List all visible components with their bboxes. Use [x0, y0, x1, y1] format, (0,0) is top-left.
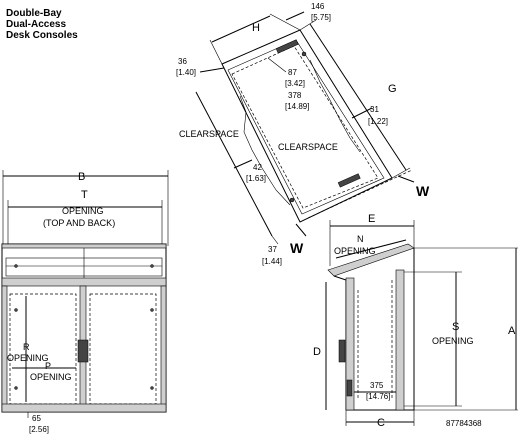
label-E: E — [368, 213, 375, 225]
label-N: N — [357, 234, 364, 244]
clearspace-boundary-left — [195, 91, 273, 237]
label-A: A — [508, 325, 516, 337]
dim-65-inches: [2.56] — [29, 425, 49, 434]
dim-375: 375 — [370, 381, 384, 390]
fastener — [14, 386, 18, 390]
dim-37: 37 — [268, 245, 277, 254]
top-view-clearspace-outline — [231, 45, 379, 209]
clearspace-center-label: CLEARSPACE — [278, 142, 338, 152]
top-view-cable-right — [309, 59, 361, 153]
dim-36: 36 — [178, 57, 187, 66]
front-base — [1, 403, 167, 413]
top-view-hinge-bottom — [337, 173, 361, 188]
top-view-cable-left — [239, 95, 291, 206]
ext-line — [209, 39, 223, 65]
dim-31: 31 — [370, 105, 379, 114]
r-opening-label: OPENING — [7, 353, 49, 363]
clearspace-left-label: CLEARSPACE — [179, 129, 239, 139]
section-arrow-left — [295, 223, 307, 237]
section-line-W — [307, 169, 413, 219]
front-left-post — [1, 285, 8, 413]
ext-line — [269, 13, 301, 31]
drawing-title: Double-Bay Dual-Access Desk Consoles — [6, 8, 78, 41]
label-B: B — [78, 171, 85, 183]
dim-line-36 — [199, 67, 225, 73]
section-W-left: W — [290, 240, 304, 256]
dim-line-N — [335, 239, 407, 259]
dim-146: 146 — [311, 2, 325, 11]
section-W-right: W — [416, 183, 430, 199]
side-front-frame — [345, 277, 355, 411]
fastener — [14, 308, 18, 312]
top-view-hinge-top — [275, 39, 299, 54]
front-right-bay — [89, 293, 157, 405]
dim-37-inches: [1.44] — [262, 257, 282, 266]
dim-36-inches: [1.40] — [176, 68, 196, 77]
fastener — [150, 308, 154, 312]
label-H: H — [252, 22, 260, 34]
leader-87 — [267, 57, 287, 73]
label-G: G — [388, 83, 397, 95]
dim-31-inches: [1.22] — [368, 117, 388, 126]
side-latch — [346, 379, 353, 397]
title-line-1: Double-Bay — [6, 8, 62, 19]
s-opening-label: OPENING — [432, 336, 474, 346]
dim-378-inches: [14.89] — [285, 102, 309, 111]
title-line-2: Dual-Access — [6, 19, 67, 30]
side-view: E N OPENING D S OPENING A 375 [14.76] — [313, 213, 518, 429]
dim-line-42 — [233, 159, 253, 169]
dim-line-146 — [285, 11, 305, 21]
dim-42: 42 — [253, 163, 262, 172]
front-mid-rail — [1, 277, 167, 287]
front-view: B T OPENING (TOP AND BACK) R OPENING P — [1, 170, 169, 434]
front-left-bay — [9, 293, 77, 405]
dim-146-inches: [5.75] — [311, 13, 331, 22]
leader-37 — [271, 235, 279, 245]
part-number: 87784368 — [446, 419, 482, 428]
dim-line-31 — [351, 107, 373, 119]
label-S: S — [452, 321, 459, 333]
top-view: H 146 [5.75] 36 [1.40] 87 [3.42] 378 [14… — [176, 2, 430, 266]
dim-375-inches: [14.76] — [366, 392, 390, 401]
ext-line — [299, 19, 317, 31]
label-D: D — [313, 346, 321, 358]
dim-65: 65 — [32, 414, 41, 423]
label-C: C — [377, 417, 385, 429]
side-handle — [338, 339, 346, 363]
fastener — [150, 386, 154, 390]
dim-378: 378 — [288, 91, 302, 100]
title-line-3: Desk Consoles — [6, 30, 78, 41]
top-back-opening-sublabel: (TOP AND BACK) — [43, 218, 115, 228]
top-view-fastener — [301, 51, 307, 57]
dim-line-H — [211, 15, 271, 43]
top-view-inner-outline — [227, 39, 385, 215]
side-rear-frame — [395, 269, 405, 411]
fastener — [150, 264, 154, 268]
p-opening-label: OPENING — [30, 372, 72, 382]
front-latch — [77, 339, 89, 363]
front-top-rail — [1, 243, 167, 249]
dim-42-inches: [1.63] — [246, 174, 266, 183]
top-view-fastener — [289, 197, 295, 203]
label-R: R — [23, 342, 30, 352]
label-T: T — [81, 189, 88, 201]
ext-line — [391, 167, 411, 179]
n-opening-label: OPENING — [334, 246, 376, 256]
section-arrow-right — [397, 175, 415, 183]
dim-87-inches: [3.42] — [285, 79, 305, 88]
dim-line-G — [309, 23, 407, 171]
front-right-post — [160, 285, 167, 413]
top-back-opening-label: OPENING — [62, 206, 104, 216]
fastener — [14, 264, 18, 268]
label-P: P — [45, 361, 51, 371]
dim-87: 87 — [288, 68, 297, 77]
top-view-outline — [221, 29, 393, 223]
